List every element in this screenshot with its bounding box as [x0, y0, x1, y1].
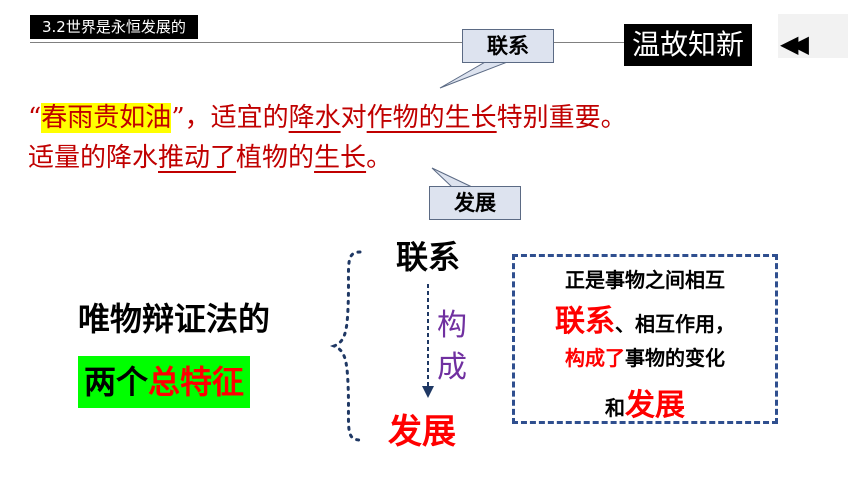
sentence-text: 。 [366, 143, 393, 173]
explanation-line-3: 构成了事物的变化 [512, 342, 778, 371]
callout-lianxi: 联系 [462, 29, 554, 63]
lianxi-callout-pointer [439, 60, 511, 89]
explanation-keyword-fazhan: 发展 [625, 388, 685, 423]
sentence-text: 对 [340, 103, 367, 133]
decorative-panel [778, 14, 848, 58]
underlined-term: 降水 [288, 103, 341, 133]
explanation-keyword-goucheng: 构成了 [565, 346, 625, 370]
sentence-text: 适量的降水 [28, 143, 159, 173]
sentence-text: 特别重要。 [496, 103, 627, 133]
explanation-text: 事物的变化 [625, 346, 725, 370]
lesson-title-tag: 3.2世界是永恒发展的 [30, 15, 198, 39]
flow-node-fazhan: 发展 [388, 412, 456, 452]
explanation-text: 和 [605, 396, 625, 420]
callout-fazhan: 发展 [429, 186, 521, 220]
topic-heading: 唯物辩证法的 [78, 300, 271, 338]
explanation-keyword-lianxi: 联系 [555, 304, 615, 339]
features-highlight: 总特征 [148, 363, 245, 401]
sentence-text: 适宜的 [210, 103, 289, 133]
features-prefix: 两个 [84, 363, 149, 401]
explanation-line-4: 和发展 [512, 380, 778, 424]
close-quote: ”， [171, 103, 211, 133]
flow-verb-char: 构 [437, 308, 467, 343]
explanation-text: 、相互作用， [615, 312, 735, 336]
sentence-line-1: “春雨贵如油”，适宜的降水对作物的生长特别重要。 [28, 98, 848, 138]
explanation-line-1: 正是事物之间相互 [565, 268, 725, 292]
header-divider [30, 42, 630, 43]
highlighted-proverb: 春雨贵如油 [41, 103, 172, 133]
underlined-term: 作物的生长 [366, 103, 497, 133]
two-features-label: 两个总特征 [78, 356, 251, 408]
flow-arrow [422, 284, 434, 398]
underlined-term: 生长 [314, 143, 367, 173]
underlined-term: 推动了 [158, 143, 237, 173]
explanation-box [512, 254, 778, 424]
explanation-line-2: 联系、相互作用， [512, 296, 778, 340]
open-quote: “ [28, 103, 42, 133]
curly-brace [330, 250, 362, 442]
sentence-text: 植物的 [236, 143, 315, 173]
sentence-line-2: 适量的降水推动了植物的生长。 [28, 138, 848, 178]
review-badge: 温故知新 [624, 24, 753, 66]
flow-verb-char: 成 [437, 350, 467, 385]
flow-node-lianxi: 联系 [396, 238, 461, 276]
